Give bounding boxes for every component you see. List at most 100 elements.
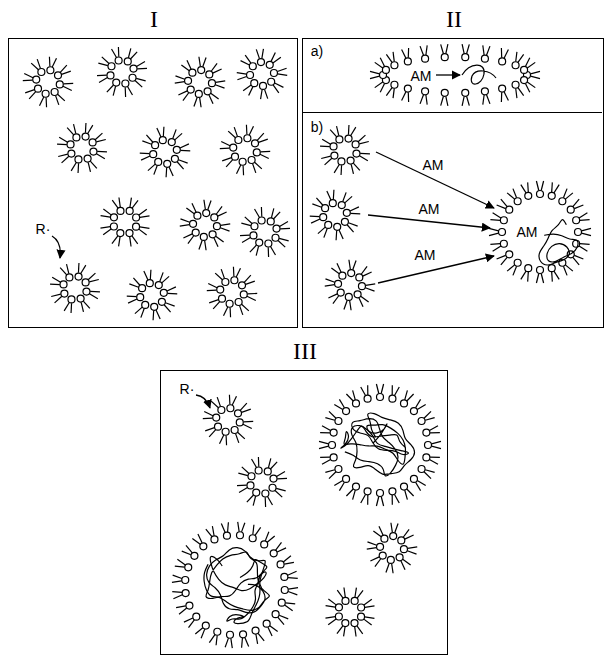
surfactant-tail xyxy=(118,47,120,57)
surfactant-tail xyxy=(358,135,365,142)
surfactant-head xyxy=(251,223,258,230)
surfactant-molecule xyxy=(126,230,138,247)
surfactant-tail xyxy=(95,133,102,140)
surfactant-tail xyxy=(209,430,216,437)
surfactant-tail xyxy=(211,63,217,71)
surfactant-tail xyxy=(216,635,217,645)
surfactant-tail xyxy=(247,495,254,502)
surfactant-tail xyxy=(216,206,222,214)
surfactant-molecule xyxy=(263,620,278,636)
surfactant-tail xyxy=(361,266,367,274)
surfactant-molecule xyxy=(194,90,202,107)
surfactant-tail xyxy=(64,302,69,310)
surfactant-tail xyxy=(364,619,372,625)
surfactant-tail xyxy=(140,216,150,217)
surfactant-tail xyxy=(337,263,341,272)
surfactant-head xyxy=(261,541,268,548)
surfactant-molecule xyxy=(82,273,99,286)
surfactant-tail xyxy=(392,495,393,505)
surfactant-molecule xyxy=(264,458,277,475)
surfactant-head xyxy=(61,290,68,297)
surfactant-molecule xyxy=(209,231,224,247)
surfactant-tail xyxy=(247,293,257,295)
surfactant-tail xyxy=(344,627,345,637)
surfactant-head xyxy=(77,295,84,302)
surfactant-tail xyxy=(89,280,99,282)
surfactant-molecule xyxy=(326,599,343,611)
surfactant-tail xyxy=(333,190,335,200)
surfactant-tail xyxy=(201,629,205,638)
reverse-micelle xyxy=(220,125,270,175)
surfactant-tail xyxy=(551,272,553,282)
surfactant-tail xyxy=(183,93,189,101)
surfactant-tail xyxy=(551,182,553,192)
surfactant-head xyxy=(247,72,254,79)
surfactant-tail xyxy=(242,165,244,175)
surfactant-molecule xyxy=(237,72,254,80)
surfactant-tail xyxy=(275,490,282,497)
surfactant-molecule xyxy=(575,228,592,235)
surfactant-tail xyxy=(136,78,145,80)
surfactant-tail xyxy=(173,595,182,599)
surfactant-tail xyxy=(203,417,213,419)
surfactant-tail xyxy=(381,497,383,507)
surfactant-molecule xyxy=(208,80,225,88)
surfactant-tail xyxy=(516,88,517,98)
surfactant-tail xyxy=(268,458,270,467)
surfactant-molecule xyxy=(172,575,189,583)
surfactant-molecule xyxy=(51,290,68,303)
surfactant-head xyxy=(51,89,58,96)
surfactant-head xyxy=(263,620,270,627)
surfactant-head xyxy=(258,217,265,224)
surfactant-tail xyxy=(320,432,330,433)
surfactant-tail xyxy=(430,432,440,433)
surfactant-molecule xyxy=(221,522,230,539)
surfactant-tail xyxy=(192,203,196,212)
surfactant-head xyxy=(38,68,45,75)
surfactant-tail xyxy=(267,536,274,542)
surfactant-head xyxy=(231,277,238,284)
reverse-micelle xyxy=(237,49,287,99)
surfactant-tail xyxy=(288,571,297,575)
surfactant-head xyxy=(335,418,342,425)
surfactant-tail xyxy=(236,268,240,277)
surfactant-head xyxy=(82,279,89,286)
surfactant-tail xyxy=(521,185,526,193)
surfactant-head xyxy=(525,265,532,272)
surfactant-tail xyxy=(218,212,227,216)
surfactant-tail xyxy=(192,539,200,545)
surfactant-tail xyxy=(241,638,243,648)
surfactant-tail xyxy=(107,85,114,92)
radical-arrow xyxy=(52,236,60,258)
surfactant-molecule xyxy=(521,182,532,199)
surfactant-molecule xyxy=(252,133,268,147)
reverse-micelle xyxy=(240,207,290,257)
surfactant-tail xyxy=(74,124,76,134)
surfactant-tail xyxy=(242,523,245,532)
surfactant-molecule xyxy=(164,160,173,177)
panel-numeral: II xyxy=(446,7,462,31)
surfactant-tail xyxy=(280,222,288,227)
surfactant-molecule xyxy=(334,475,349,490)
surfactant-molecule xyxy=(567,199,583,213)
surfactant-head xyxy=(548,192,555,199)
surfactant-tail xyxy=(154,165,157,174)
surfactant-tail xyxy=(322,139,330,144)
surfactant-tail xyxy=(247,296,256,300)
surfactant-head xyxy=(208,80,215,87)
surfactant-tail xyxy=(351,127,356,135)
surfactant-molecule xyxy=(386,81,398,98)
surfactant-tail xyxy=(40,97,44,106)
surfactant-molecule xyxy=(178,86,194,101)
surfactant-tail xyxy=(375,82,383,88)
surfactant-head xyxy=(422,55,429,62)
surfactant-tail xyxy=(359,298,363,307)
surfactant-head xyxy=(567,206,574,213)
surfactant-tail xyxy=(113,86,115,95)
surfactant-tail xyxy=(405,490,408,499)
surfactant-tail xyxy=(359,142,369,144)
surfactant-head xyxy=(322,205,329,212)
surfactant-tail xyxy=(139,209,147,215)
surfactant-tail xyxy=(493,213,501,218)
reverse-micelle xyxy=(140,127,190,177)
